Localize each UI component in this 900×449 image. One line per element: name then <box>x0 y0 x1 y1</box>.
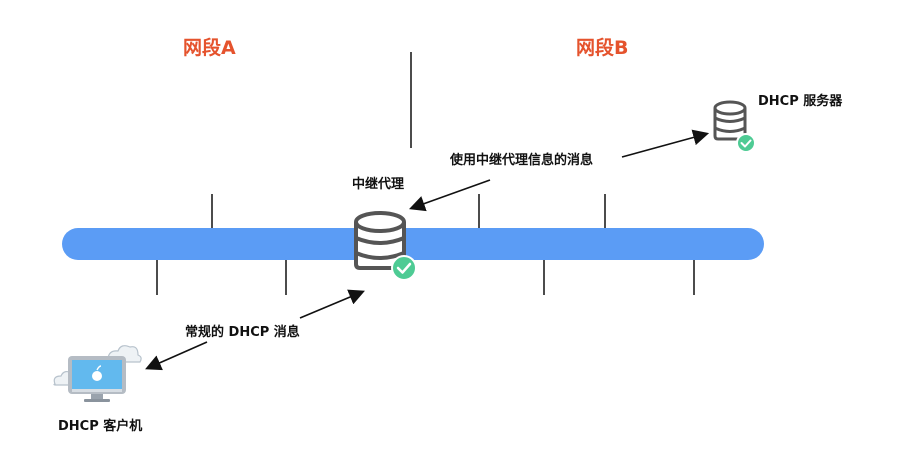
relay-agent-label: 中继代理 <box>352 177 405 192</box>
apple-logo-icon <box>92 365 102 381</box>
arrow-to-relay <box>408 179 491 212</box>
server-check-icon <box>736 133 756 153</box>
relay-agent-database-icon <box>354 211 406 270</box>
arrow-to-server <box>621 129 710 158</box>
server-database-icon <box>713 100 747 141</box>
relay-message-label: 使用中继代理信息的消息 <box>450 153 594 168</box>
client-label: DHCP 客户机 <box>58 419 143 434</box>
arrow-up-to-relay <box>299 289 365 319</box>
segment-a-title: 网段A <box>183 37 236 59</box>
arrow-to-client <box>145 341 208 371</box>
network-bus <box>62 228 764 260</box>
regular-message-label: 常规的 DHCP 消息 <box>185 325 300 340</box>
server-label: DHCP 服务器 <box>758 94 843 109</box>
segment-b-title: 网段B <box>576 37 629 59</box>
relay-check-icon <box>391 255 417 281</box>
